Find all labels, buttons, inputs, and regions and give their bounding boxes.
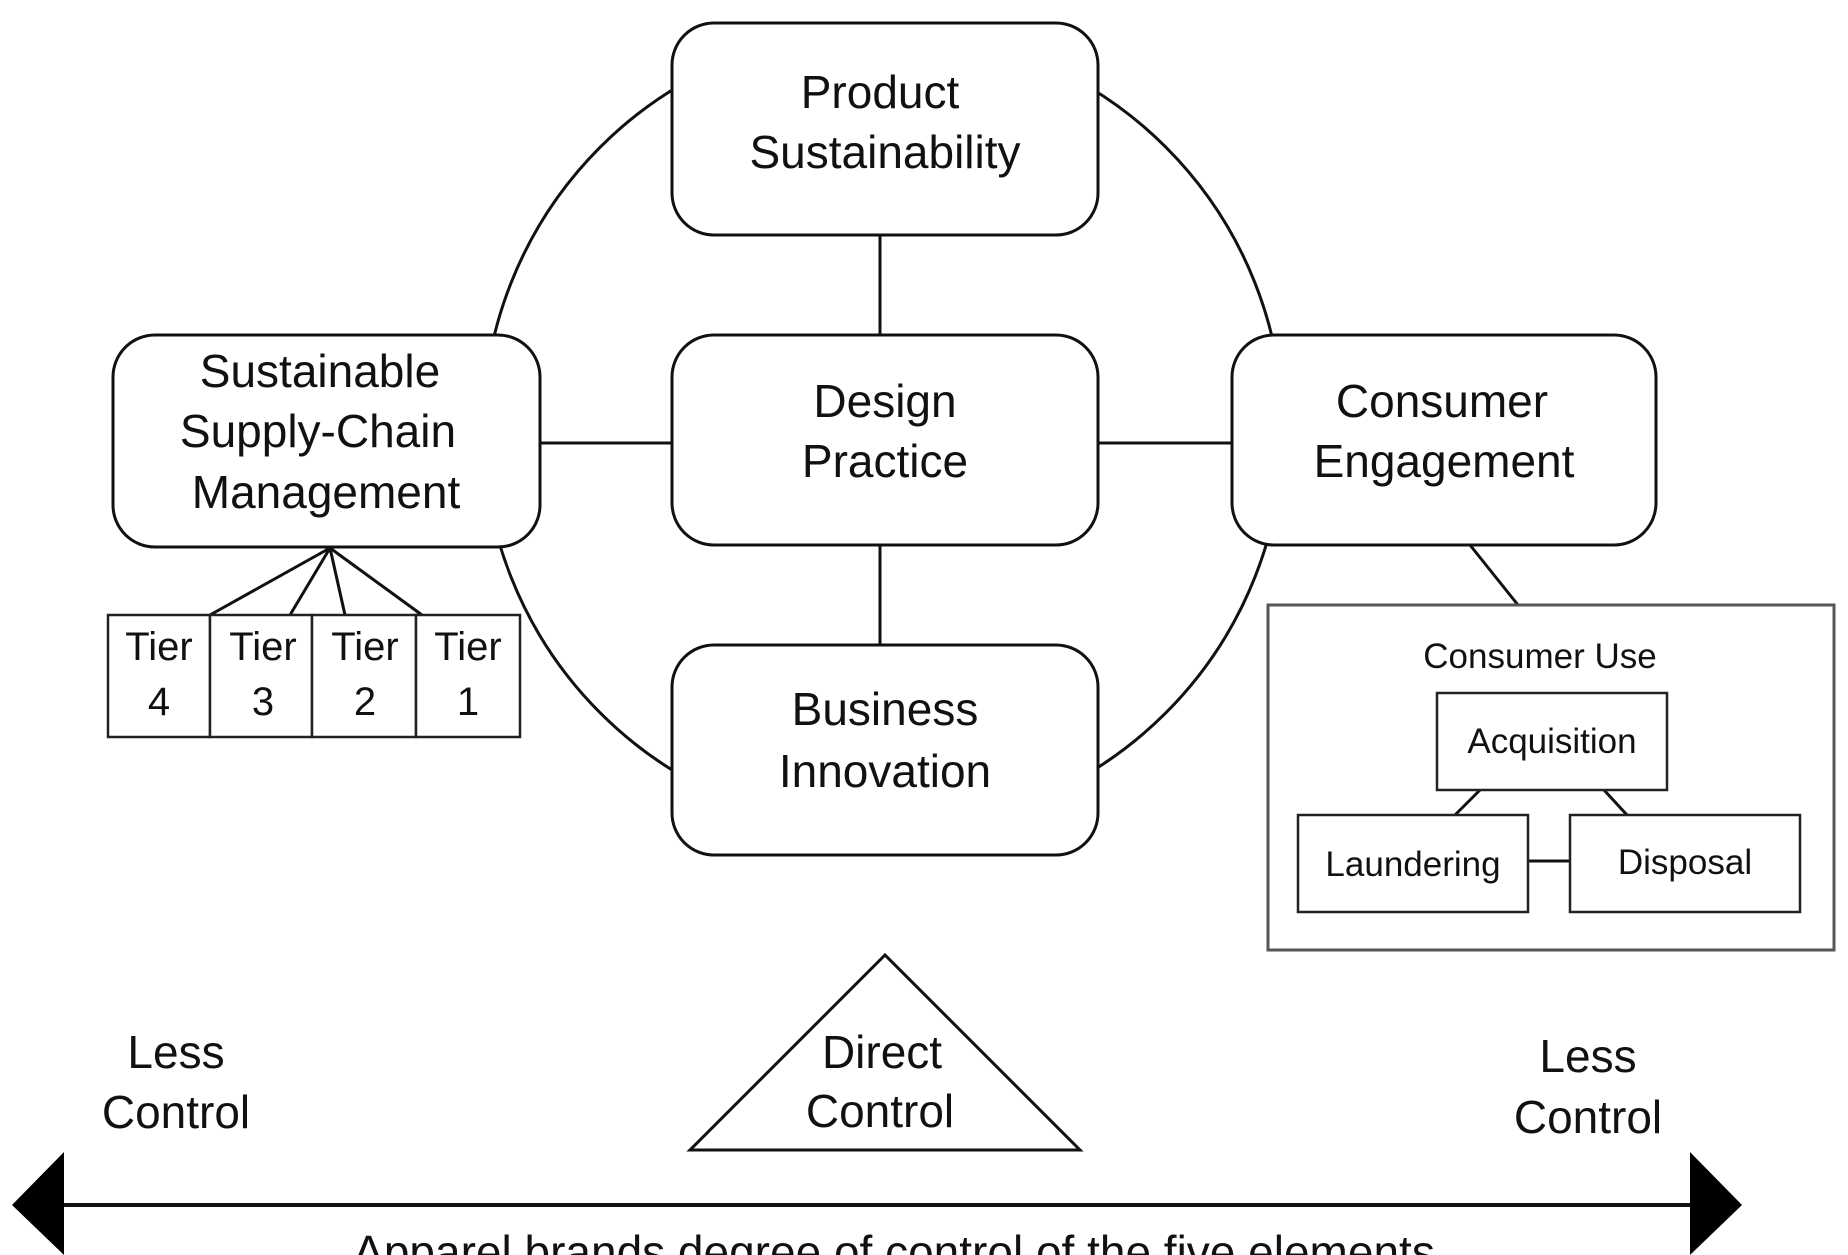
less-control-left: Less Control <box>102 1026 250 1138</box>
node-business-innovation: Business Innovation <box>670 643 1100 857</box>
connector-tier-3 <box>288 547 332 616</box>
node-label-line: Supply-Chain <box>180 405 456 457</box>
node-label-line: Sustainable <box>200 345 440 397</box>
control-axis <box>12 1152 1742 1255</box>
node-consumer-engagement: Consumer Engagement <box>1230 333 1658 547</box>
laundering-label: Laundering <box>1325 845 1500 884</box>
tier-label: Tier <box>331 625 398 669</box>
connector-tier-4 <box>209 546 331 617</box>
less-control-label-line: Less <box>1539 1030 1636 1082</box>
axis-caption: Apparel brands degree of control of the … <box>353 1226 1435 1255</box>
tier-label: Tier <box>229 625 296 669</box>
consumer-use-title: Consumer Use <box>1423 637 1656 676</box>
node-label-line: Design <box>813 375 956 427</box>
node-supply-chain-management: Sustainable Supply-Chain Management <box>111 333 542 549</box>
node-label-line: Business <box>792 683 979 735</box>
tier-4: Tier 4 <box>125 625 192 724</box>
acquisition-label: Acquisition <box>1467 722 1636 761</box>
tier-number: 2 <box>354 680 376 724</box>
tier-1: Tier 1 <box>434 625 501 724</box>
tier-number: 3 <box>252 680 274 724</box>
tier-group: Tier 4 Tier 3 Tier 2 Tier 1 <box>106 613 522 739</box>
connector-tier-2 <box>328 547 347 616</box>
tier-number: 4 <box>148 680 170 724</box>
direct-control-label-line: Direct <box>822 1026 942 1078</box>
direct-control-label-line: Control <box>806 1085 954 1137</box>
connector-tier-1 <box>329 546 423 617</box>
direct-control-marker: Direct Control <box>686 952 1084 1152</box>
less-control-label-line: Less <box>127 1026 224 1078</box>
connector-acquisition-disposal <box>1602 788 1629 817</box>
node-label-line: Innovation <box>779 745 991 797</box>
disposal-label: Disposal <box>1618 843 1752 882</box>
node-label-line: Management <box>192 466 461 518</box>
node-design-practice: Design Practice <box>670 333 1100 547</box>
node-label-line: Practice <box>802 435 968 487</box>
tier-label: Tier <box>125 625 192 669</box>
less-control-label-line: Control <box>102 1086 250 1138</box>
tier-2: Tier 2 <box>331 625 398 724</box>
node-label-line: Consumer <box>1336 375 1548 427</box>
less-control-label-line: Control <box>1514 1091 1662 1143</box>
less-control-right: Less Control <box>1514 1030 1662 1143</box>
consumer-use-box: Consumer Use Acquisition Laundering Disp… <box>1266 603 1836 952</box>
laundering-box: Laundering <box>1296 813 1530 914</box>
connector-acquisition-laundering <box>1453 788 1482 817</box>
node-product-sustainability: Product Sustainability <box>670 21 1100 237</box>
node-label-line: Engagement <box>1314 435 1575 487</box>
tier-label: Tier <box>434 625 501 669</box>
right-arrowhead <box>1690 1152 1742 1255</box>
left-arrowhead <box>12 1152 64 1255</box>
tier-number: 1 <box>457 680 479 724</box>
tier-3: Tier 3 <box>229 625 296 724</box>
disposal-box: Disposal <box>1568 813 1802 914</box>
node-label-line: Sustainability <box>749 126 1020 178</box>
connector-consumer-use <box>1468 544 1520 606</box>
acquisition-box: Acquisition <box>1435 691 1669 792</box>
node-label-line: Product <box>801 66 960 118</box>
